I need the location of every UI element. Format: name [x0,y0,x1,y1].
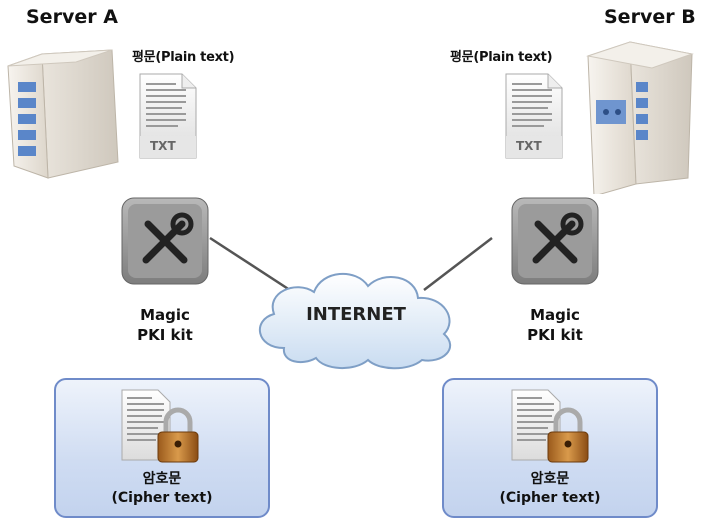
line-b-to-internet [423,237,493,291]
server-a-locked-doc-icon [118,386,204,470]
server-a-kit-line2: PKI kit [137,326,193,344]
server-a-plain-label: 평문(Plain text) [132,50,235,65]
server-b-kit-line2: PKI kit [527,326,583,344]
server-b-locked-doc-icon [508,386,594,470]
server-b-plain-label: 평문(Plain text) [450,50,553,65]
server-a-cipher-line2: (Cipher text) [111,490,213,506]
server-b-cipher-line2: (Cipher text) [499,490,601,506]
internet-cloud-icon [238,262,474,376]
server-a-file-ext: TXT [150,139,176,153]
internet-label: INTERNET [306,304,406,325]
server-b-tools-icon [508,194,602,292]
server-a-document-icon [136,70,200,166]
server-a-kit-label: Magic PKI kit [105,305,225,345]
server-a-kit-line1: Magic [140,306,190,324]
server-a-title: Server A [26,6,118,28]
server-b-title: Server B [604,6,696,28]
server-a-cipher-line1: 암호문 [142,471,182,487]
server-b-kit-label: Magic PKI kit [495,305,615,345]
server-a-icon [4,42,122,186]
server-b-icon [582,34,698,198]
server-b-file-ext: TXT [516,139,542,153]
server-b-kit-line1: Magic [530,306,580,324]
line-a-to-internet [209,236,297,296]
server-a-tools-icon [118,194,212,292]
server-a-cipher-label: 암호문 (Cipher text) [54,470,270,508]
server-b-document-icon [502,70,566,166]
server-b-cipher-line1: 암호문 [530,471,570,487]
server-b-cipher-label: 암호문 (Cipher text) [442,470,658,508]
